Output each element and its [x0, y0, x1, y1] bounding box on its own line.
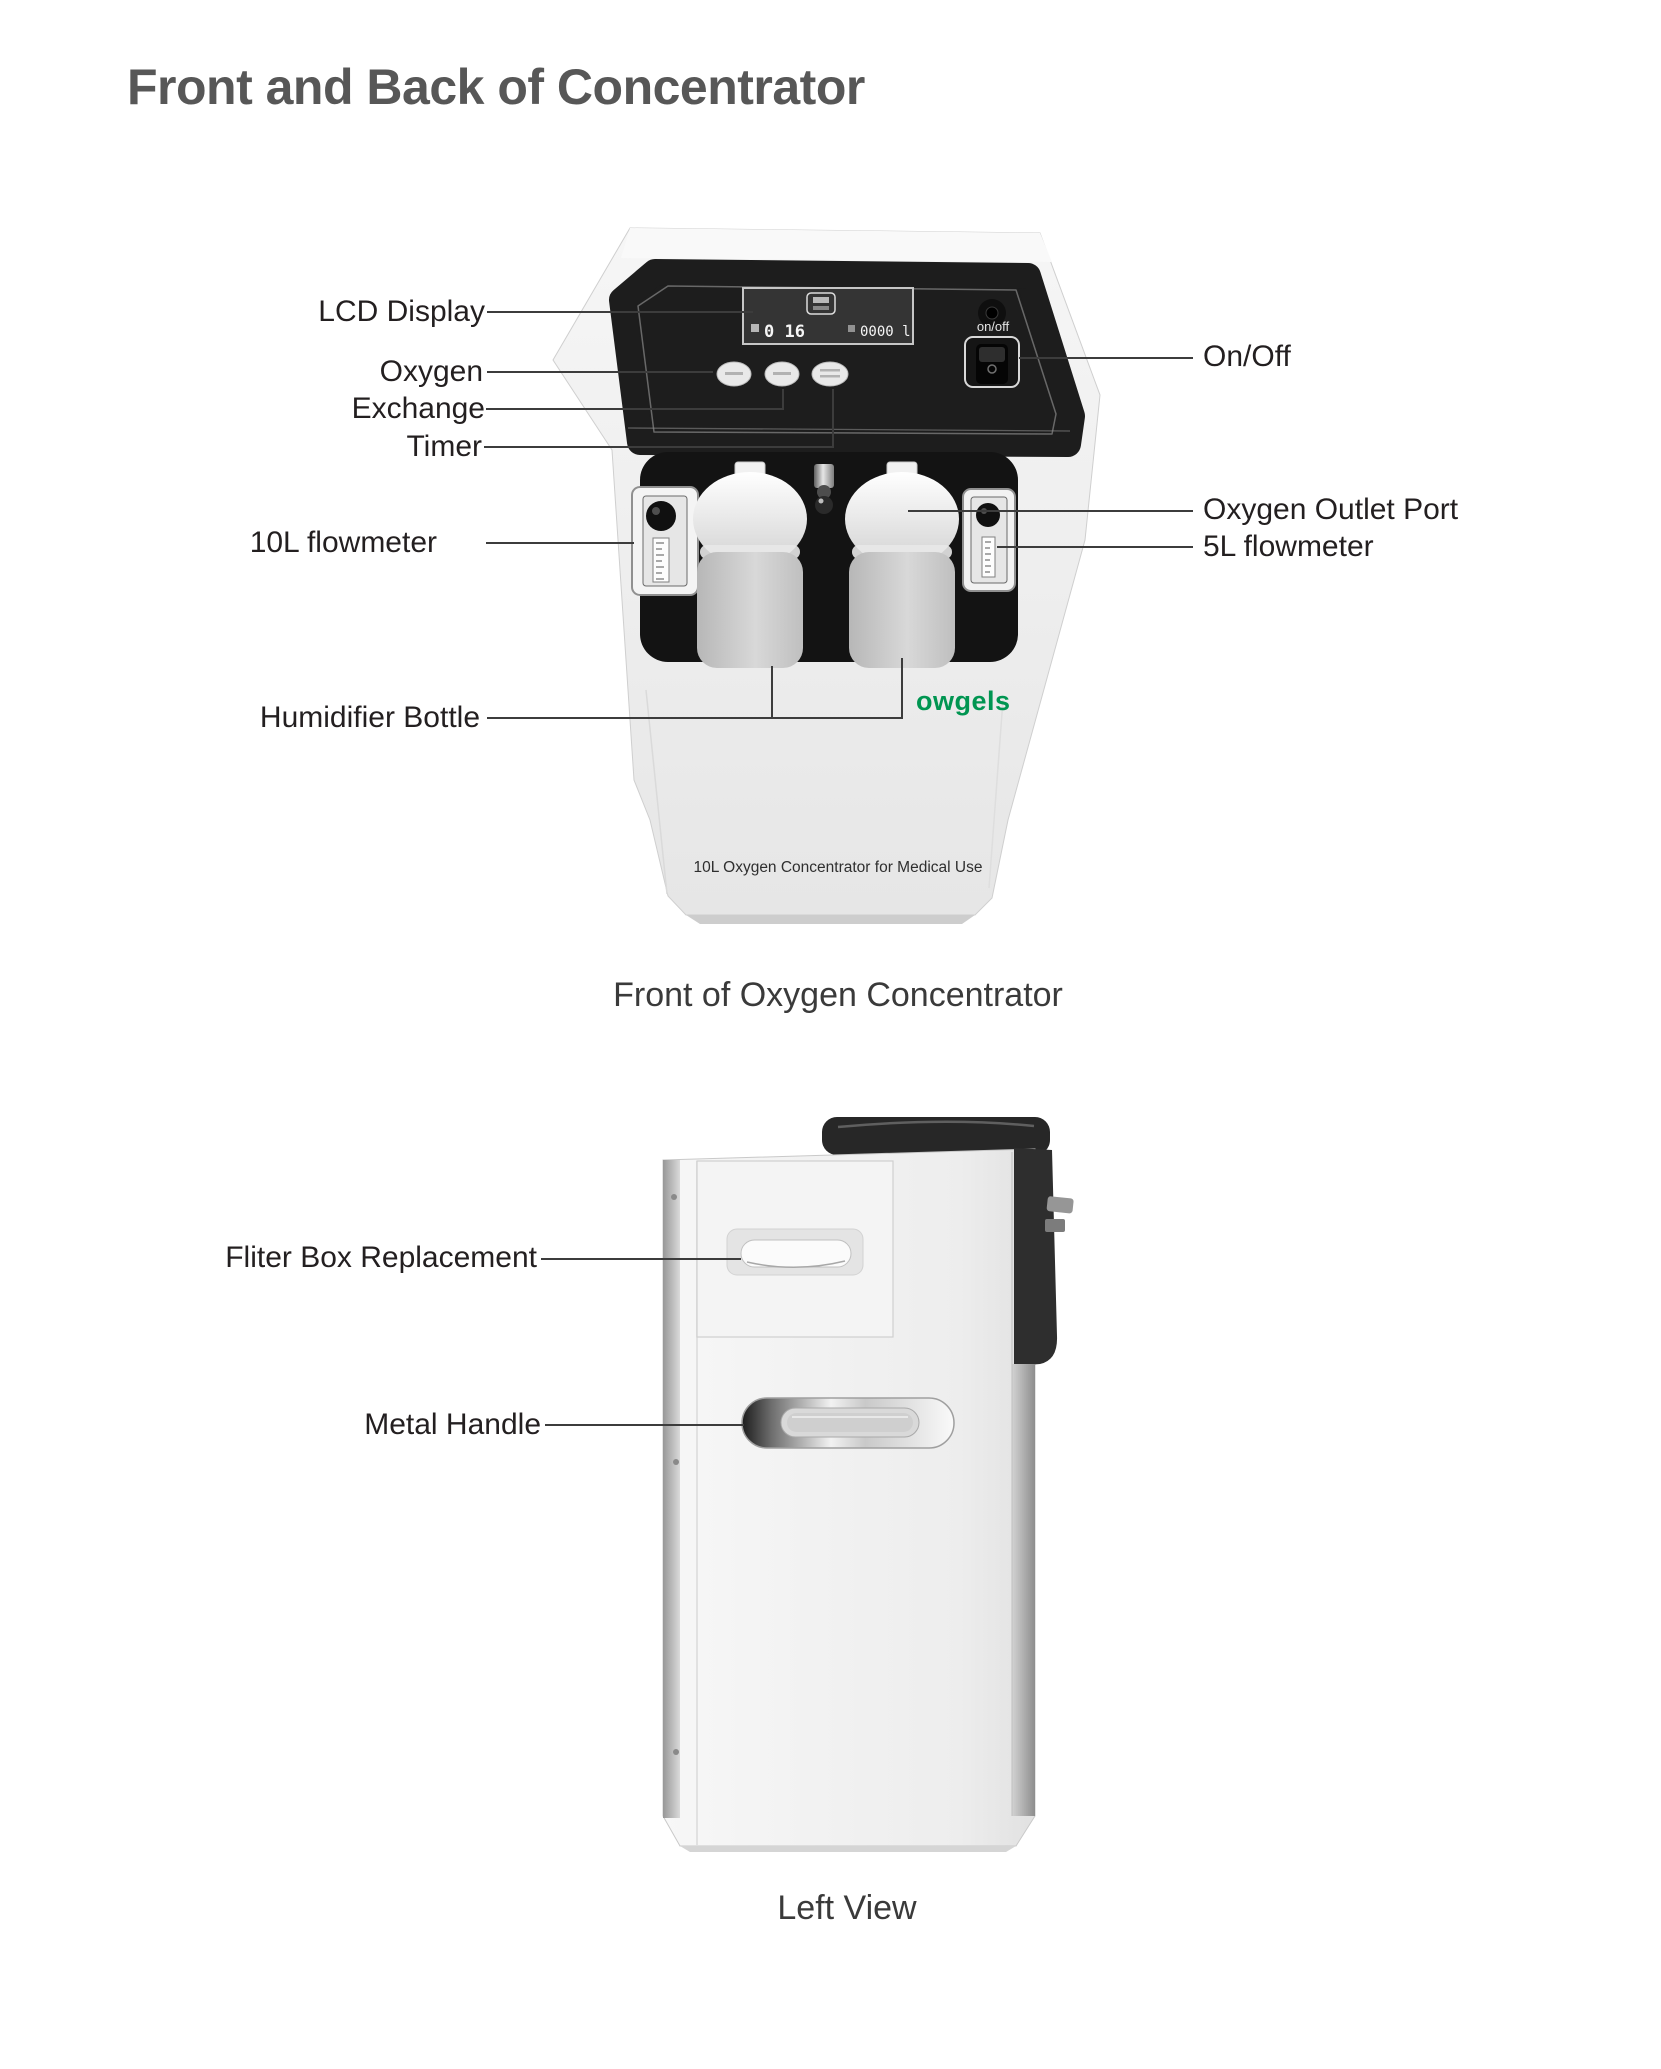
oxygen-outlet-nozzle-knob — [815, 496, 833, 514]
control-button-timer — [811, 361, 849, 387]
lcd-status-icon-bar1 — [813, 297, 829, 303]
flowmeter-10l-knob-highlight — [652, 507, 660, 515]
front-cabinet-top-face — [621, 228, 1052, 262]
buzzer-center — [985, 306, 999, 320]
flowmeter-5l-knob — [976, 503, 1000, 527]
flowmeter-10l-scale — [656, 542, 664, 580]
lcd-status-icon — [806, 292, 836, 315]
left-machine-illustration — [662, 1117, 1074, 1852]
label-lcd-display: LCD Display — [318, 295, 485, 328]
model-text: 10L Oxygen Concentrator for Medical Use — [694, 859, 983, 876]
screw-bottom — [673, 1749, 679, 1755]
label-filter-box-replacement: Fliter Box Replacement — [225, 1241, 537, 1274]
flowmeter-5l-knob-highlight — [981, 508, 987, 514]
lcd-status-icon-bar2 — [813, 306, 829, 310]
power-rocker-top — [979, 347, 1005, 362]
top-handle-cap-highlight — [837, 1120, 1035, 1129]
label-10l-flowmeter: 10L flowmeter — [249, 526, 437, 559]
front-machine-illustration: 0 16 0000 l on/off — [552, 227, 1101, 924]
control-panel-inset-line — [637, 285, 1057, 435]
left-edge-strip — [663, 1160, 680, 1818]
lcd-readout-left: 0 16 — [764, 322, 805, 342]
back-hook-lower — [1045, 1219, 1065, 1232]
label-5l-flowmeter: 5L flowmeter — [1203, 530, 1374, 563]
control-button-exchange-text — [773, 372, 791, 375]
control-button-oxygen-text — [725, 372, 743, 375]
lcd-readout-right: 0000 l — [860, 324, 911, 340]
label-exchange: Exchange — [351, 392, 485, 425]
label-humidifier-bottle: Humidifier Bottle — [259, 701, 480, 734]
flowmeter-5l-tube — [981, 536, 996, 578]
screw-top — [671, 1194, 677, 1200]
front-left-seam — [645, 689, 668, 895]
back-edge-gray — [1012, 1364, 1035, 1816]
label-on-off: On/Off — [1203, 340, 1291, 373]
lcd-segment-mark-right — [848, 325, 855, 332]
label-oxygen-outlet-port: Oxygen Outlet Port — [1203, 493, 1459, 526]
label-timer: Timer — [406, 430, 482, 463]
caption-front-view: Front of Oxygen Concentrator — [613, 976, 1063, 1014]
control-button-timer-text1 — [820, 369, 840, 372]
front-cabinet-base-shadow — [686, 915, 975, 924]
power-rocker-mark — [987, 364, 997, 374]
brand-logo: owgels — [916, 686, 1011, 716]
humidifier-bottle-left-cap — [693, 472, 807, 566]
lcd-segment-mark-left — [751, 324, 759, 332]
label-oxygen: Oxygen — [379, 355, 483, 388]
oxygen-outlet-nozzle-stem — [814, 464, 834, 488]
oxygen-outlet-nozzle-ring — [817, 485, 831, 499]
back-edge-dark — [1014, 1148, 1058, 1366]
flowmeter-10l-tube — [652, 537, 670, 583]
humidifier-bottle-left-body — [697, 552, 803, 668]
label-metal-handle: Metal Handle — [364, 1408, 541, 1441]
front-right-seam — [988, 699, 1004, 889]
metal-handle-slot-texture — [787, 1413, 913, 1432]
page-title: Front and Back of Concentrator — [127, 59, 865, 115]
back-hook-upper — [1046, 1196, 1074, 1214]
humidifier-bottle-right-cap — [845, 472, 959, 566]
caption-left-view: Left View — [777, 1889, 917, 1927]
flowmeter-5l-scale — [985, 541, 991, 573]
power-switch-label: on/off — [977, 319, 1010, 334]
left-cabinet-base-shadow — [680, 1846, 1016, 1852]
top-handle-cap — [822, 1117, 1050, 1155]
humidifier-bottle-right-body — [849, 552, 955, 668]
flowmeter-10l-knob — [646, 501, 676, 531]
screw-middle — [673, 1459, 679, 1465]
filter-box-grip-slot-arc — [746, 1260, 846, 1268]
control-button-timer-text2 — [820, 375, 840, 378]
oxygen-outlet-nozzle-glint — [818, 498, 824, 504]
